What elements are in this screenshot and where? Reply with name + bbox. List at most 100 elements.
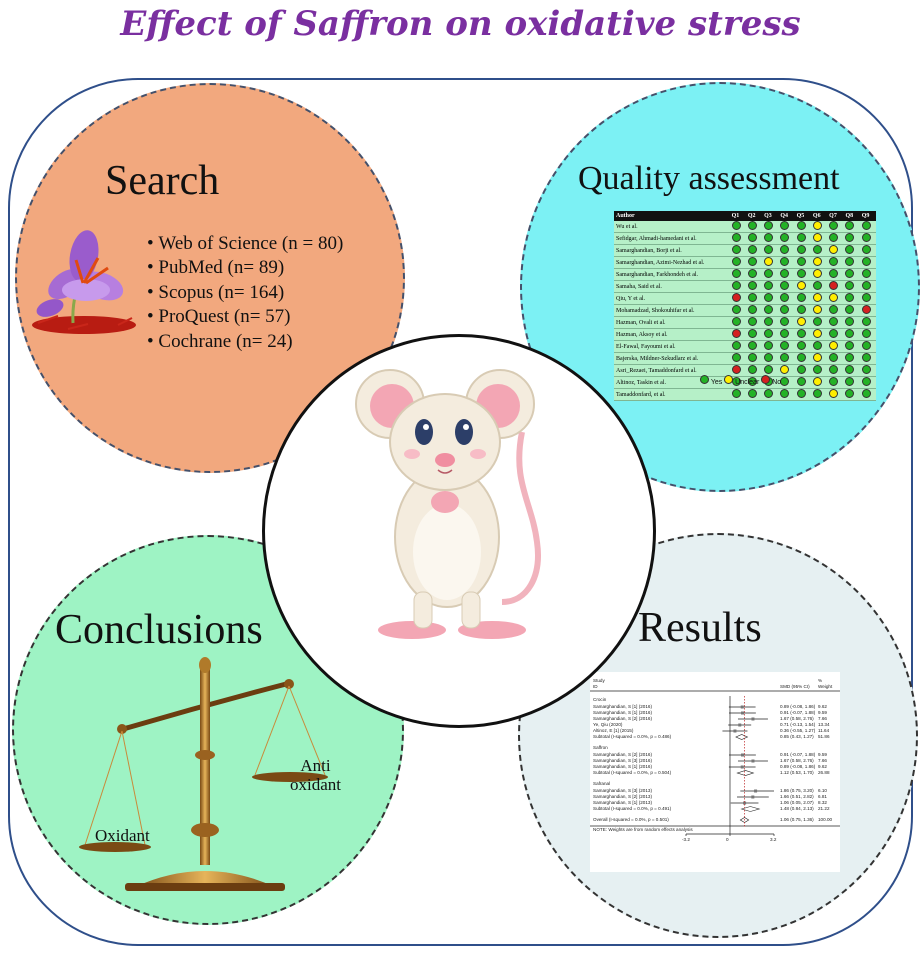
yes-dot-icon [829, 329, 839, 338]
yes-dot-icon [812, 365, 822, 374]
yes-dot-icon [861, 365, 871, 374]
rating-cell [860, 389, 876, 401]
yes-dot-icon [731, 269, 741, 278]
rating-cell [762, 329, 778, 341]
yes-dot-icon [829, 257, 839, 266]
rating-cell [811, 365, 827, 377]
rating-cell [860, 341, 876, 353]
yes-dot-icon [731, 257, 741, 266]
forest-point-estimate [733, 729, 737, 733]
outer-frame [8, 78, 913, 946]
rating-cell [843, 305, 859, 317]
forest-point-estimate [751, 759, 755, 763]
rating-cell [827, 305, 843, 317]
author-cell: Samarghandian, Farkhondeh et al. [616, 271, 699, 278]
yes-dot-icon [780, 389, 790, 398]
yes-dot-icon [780, 293, 790, 302]
forest-study-label: Altinoz, E [1] (2015) [593, 728, 634, 733]
rating-cell [730, 293, 746, 305]
unclear-dot-icon [812, 293, 822, 302]
yes-dot-icon [764, 269, 774, 278]
rating-cell [843, 389, 859, 401]
rating-cell [778, 341, 794, 353]
rating-cell [860, 221, 876, 233]
author-cell: Asri_Rezaei, Tamaddonfard et al. [616, 367, 697, 374]
forest-weight-label: 6.81 [818, 794, 827, 799]
no-dot-icon [731, 365, 741, 374]
quality-table-row: Bajerska, Mildner-Szkudlarz et al. [614, 353, 876, 365]
rating-cell [795, 305, 811, 317]
yes-dot-icon [747, 293, 757, 302]
rating-cell [811, 353, 827, 365]
no-dot-icon [861, 305, 871, 314]
forest-weight-label: 51.86 [818, 734, 830, 739]
rating-cell [746, 293, 762, 305]
rating-cell [746, 233, 762, 245]
quality-table-row: Samaha, Said et al. [614, 281, 876, 293]
rating-cell [795, 329, 811, 341]
yes-dot-icon [796, 341, 806, 350]
forest-point-estimate [754, 789, 758, 793]
rating-cell [843, 281, 859, 293]
forest-weight-label: 6.10 [818, 788, 827, 793]
forest-axis-tick-label: 0 [726, 837, 729, 842]
rating-cell [811, 293, 827, 305]
results-heading: Results [638, 605, 762, 651]
rating-cell [778, 293, 794, 305]
yes-dot-icon [731, 317, 741, 326]
question-header: Q5 [796, 213, 805, 219]
rating-cell [762, 389, 778, 401]
yes-dot-icon [764, 365, 774, 374]
rating-cell [746, 257, 762, 269]
rating-cell [746, 329, 762, 341]
rating-cell [730, 281, 746, 293]
yes-dot-icon [845, 365, 855, 374]
rating-cell [827, 257, 843, 269]
yes-dot-icon [747, 245, 757, 254]
rating-cell [843, 221, 859, 233]
saffron-flower-icon [32, 230, 136, 334]
rating-cell [811, 329, 827, 341]
forest-subtotal-diamond [735, 734, 749, 740]
yes-dot-icon [764, 281, 774, 290]
unclear-dot-icon [829, 245, 839, 254]
author-cell: Samarghandian, Borji et al. [616, 247, 682, 254]
forest-axis-tick-label: 3.2 [770, 837, 777, 842]
unclear-dot-icon [796, 281, 806, 290]
unclear-dot-icon [829, 341, 839, 350]
rating-cell [860, 329, 876, 341]
forest-note: NOTE: Weights are from random effects an… [593, 827, 693, 832]
rating-cell [827, 377, 843, 389]
rating-cell [811, 269, 827, 281]
forest-point-estimate [738, 723, 742, 727]
yes-dot-icon [764, 233, 774, 242]
forest-group-name: Crocin [593, 697, 607, 702]
forest-weight-label: 7.66 [818, 716, 827, 721]
yes-dot-icon [700, 375, 709, 384]
rating-cell [827, 293, 843, 305]
quality-table-row: Qiu, Y et al. [614, 293, 876, 305]
rating-cell [860, 233, 876, 245]
forest-weight-label: 8.32 [818, 800, 827, 805]
forest-ci-label: 1.67 (0.58, 2.76) [780, 758, 814, 763]
rating-cell [827, 365, 843, 377]
rating-cell [730, 365, 746, 377]
database-item: Cochrane (n= 24) [147, 330, 343, 354]
forest-study-label: Samarghandian, S [3] (2016) [593, 758, 652, 763]
quality-heading: Quality assessment [578, 160, 840, 197]
rating-cell [795, 353, 811, 365]
forest-ci-label: 1.48 (0.84, 2.13) [780, 806, 814, 811]
author-cell: Sefidgar, Ahmadi-hamedani et al. [616, 235, 697, 242]
unclear-dot-icon [780, 365, 790, 374]
yes-dot-icon [747, 305, 757, 314]
rating-cell [746, 377, 762, 389]
yes-dot-icon [829, 377, 839, 386]
forest-ci-label: 0.36 (-0.55, 1.27) [780, 728, 816, 733]
yes-dot-icon [796, 221, 806, 230]
database-item: ProQuest (n= 57) [147, 305, 343, 329]
rating-cell [762, 221, 778, 233]
rating-cell [762, 293, 778, 305]
rating-cell [762, 353, 778, 365]
unclear-dot-icon [812, 221, 822, 230]
